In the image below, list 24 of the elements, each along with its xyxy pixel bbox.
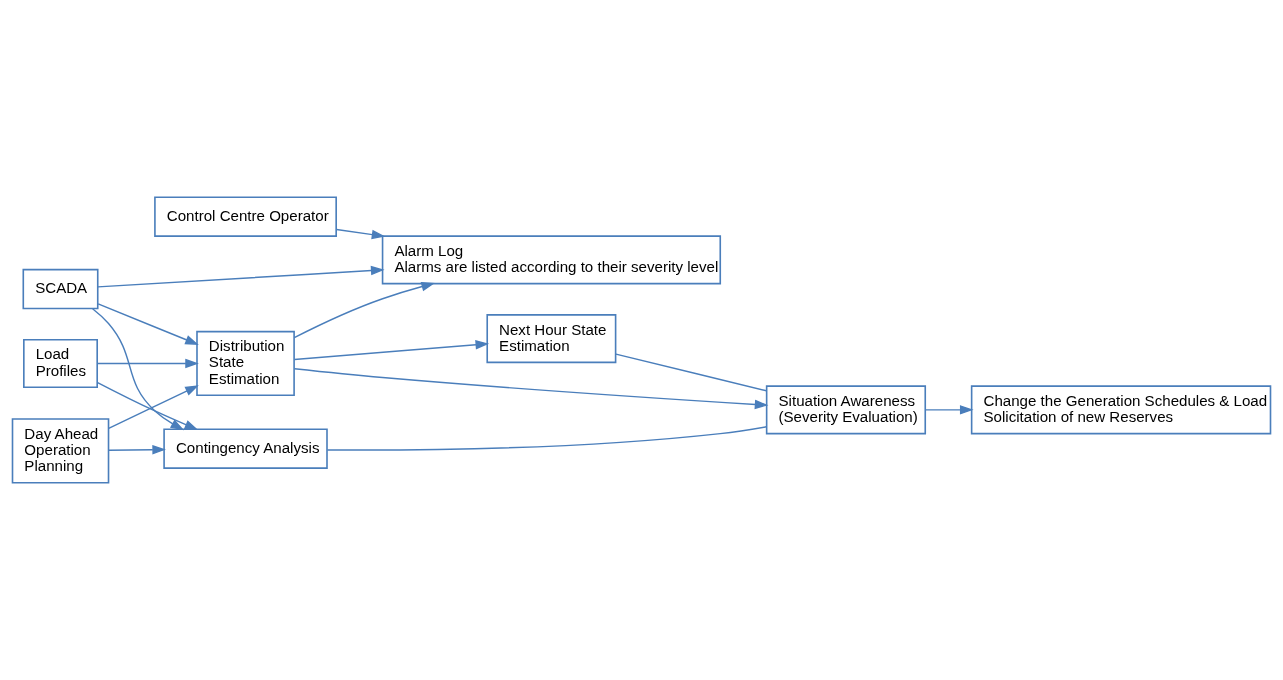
arrow — [293, 368, 769, 410]
arrow — [96, 358, 199, 369]
node-box: Situation Awareness (Severity Evaluation) — [765, 385, 927, 435]
node-box: Alarm Log Alarms are listed according to their severity level — [381, 235, 722, 285]
node-box: Day Ahead Operation Planning — [11, 418, 110, 484]
arrow — [293, 282, 436, 339]
arrow — [924, 405, 974, 415]
connector — [326, 426, 768, 451]
node-box: Next Hour State Estimation — [486, 314, 617, 364]
node-box: Contingency Analysis — [163, 428, 328, 469]
arrow — [91, 308, 185, 431]
arrow — [108, 385, 199, 430]
node-box: Control Centre Operator — [154, 196, 337, 237]
node-box: Change the Generation Schedules & Load Solicitation of new Reserves — [970, 385, 1272, 435]
arrow — [97, 265, 385, 288]
arrow — [108, 445, 166, 455]
arrow — [335, 228, 386, 240]
connector — [615, 353, 768, 392]
node-box: Load Profiles — [23, 338, 98, 388]
arrow — [293, 340, 490, 361]
node-box: Distribution State Estimation — [196, 330, 295, 397]
arrow — [96, 381, 199, 430]
node-box: SCADA — [22, 268, 99, 310]
arrow — [97, 303, 199, 345]
